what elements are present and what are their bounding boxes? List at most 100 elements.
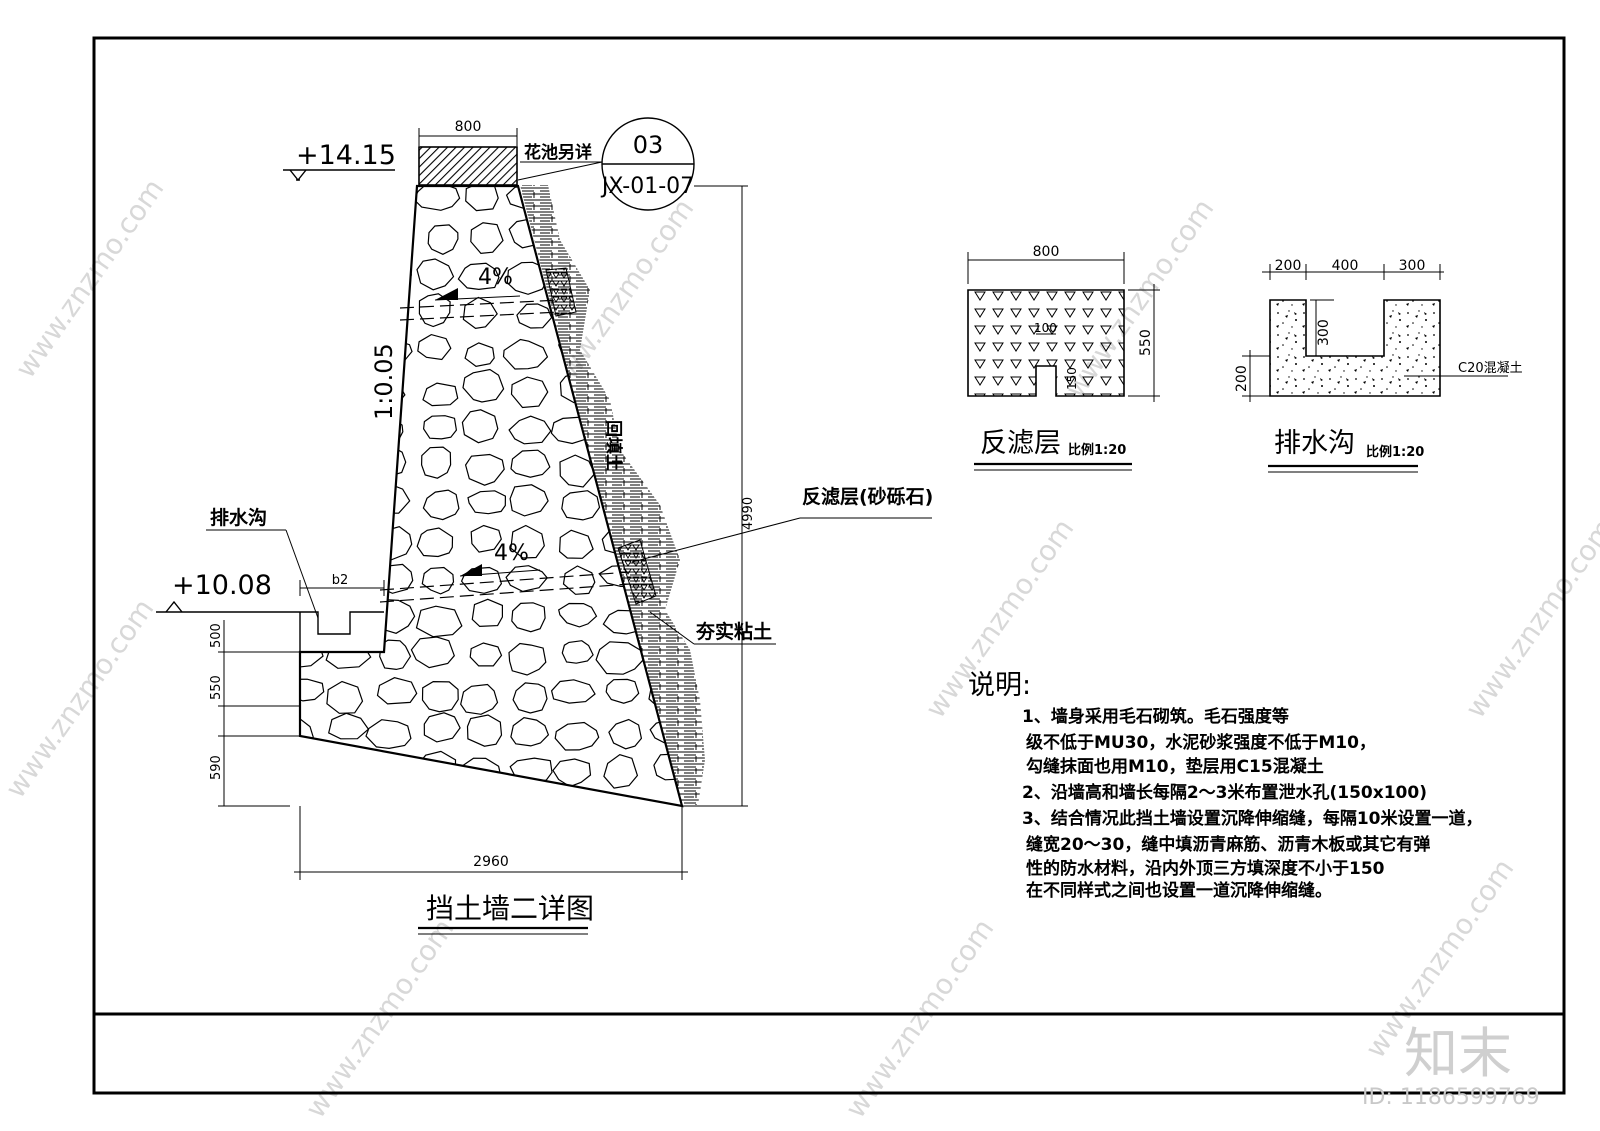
rubble-stone: [416, 258, 455, 291]
drain-label: 排水沟: [210, 506, 267, 529]
elev-top-label: +14.15: [296, 140, 396, 171]
rubble-stone: [608, 718, 643, 750]
watermark-text: www.znzmo.com: [0, 593, 160, 804]
rubble-stone: [420, 446, 452, 479]
rubble-stone: [648, 449, 682, 481]
rubble-stone: [300, 411, 320, 437]
rubble-stone: [300, 758, 315, 788]
rubble-stone: [460, 683, 499, 715]
drain-body: [1269, 299, 1441, 397]
rubble-stone: [603, 754, 639, 789]
drain-depth-label: 300: [1316, 319, 1332, 346]
rubble-stone: [562, 565, 596, 595]
rubble-stone: [511, 602, 546, 633]
drain-ditch-detail: 200 400 300 300 200 C20混凝土 排水沟 比例1:20: [1234, 258, 1523, 473]
slope-arrow-upper: [434, 295, 521, 301]
wall-title: 挡土墙二详图: [418, 892, 594, 935]
rubble-stone: [609, 332, 642, 369]
wall-title-label: 挡土墙二详图: [426, 892, 594, 925]
dim-top-width-label: 800: [455, 119, 482, 135]
rubble-stone: [332, 752, 370, 779]
rubble-stone: [605, 678, 640, 704]
weep-hole-lower: [379, 571, 631, 591]
filter-gravel-lower: [617, 539, 657, 605]
filter-layer-label: 反滤层(砂砾石): [802, 486, 933, 508]
ref-number: 03: [633, 131, 664, 159]
rubble-stone: [645, 409, 682, 443]
rubble-stone: [460, 566, 503, 594]
drain-title: 排水沟: [1274, 428, 1355, 459]
rubble-stone: [465, 186, 499, 212]
toe-drain-ditch: [300, 611, 384, 635]
notes-line: 3、结合情况此挡土墙设置沉降伸缩缝，每隔10米设置一道，: [1022, 808, 1483, 829]
rubble-stone: [550, 679, 596, 704]
drain-dim-label: 400: [1332, 258, 1359, 274]
rubble-stone: [561, 640, 594, 664]
rubble-stone: [332, 455, 370, 481]
filter-scale: 比例1:20: [1068, 442, 1126, 458]
dim-left-label: 500: [209, 623, 224, 648]
flower-note: 花池另详: [517, 142, 603, 181]
rubble-stone: [423, 712, 461, 743]
drain-note: 排水沟 b2: [206, 506, 385, 619]
rubble-stone: [422, 415, 458, 440]
rubble-stone: [471, 598, 503, 628]
rubble-stone: [559, 454, 596, 488]
rubble-stone: [508, 642, 547, 676]
rubble-stone: [510, 717, 550, 747]
filter-height-label: 550: [1138, 329, 1154, 356]
rubble-stone: [326, 680, 364, 714]
watermark-logo: 知末: [1404, 1022, 1512, 1085]
slope-lower-label: 4%: [494, 541, 529, 566]
rubble-stone: [516, 303, 553, 329]
dim-left-label: 590: [209, 755, 224, 780]
rubble-stone: [300, 374, 320, 399]
reference-bubble: 03 JX-01-07: [600, 117, 695, 211]
watermark-text: www.znzmo.com: [9, 173, 171, 384]
dim-base-width-label: 2960: [473, 854, 509, 870]
watermark-layer: www.znzmo.com www.znzmo.com www.znzmo.co…: [0, 173, 1600, 1124]
rubble-stone: [376, 677, 418, 705]
rubble-stone: [653, 266, 682, 296]
watermark-id: ID: 1186599769: [1362, 1085, 1540, 1110]
rubble-stone: [417, 333, 452, 361]
notes-line: 1、墙身采用毛石砌筑。毛石强度等: [1022, 706, 1289, 727]
rubble-stone: [300, 456, 314, 483]
filter-notch-w: 100: [1034, 321, 1057, 335]
rubble-stone: [510, 449, 551, 478]
rubble-stone: [606, 377, 639, 407]
dim-height-label: 4990: [741, 497, 756, 530]
rubble-stone: [324, 414, 365, 448]
rubble-stone: [461, 409, 499, 444]
rubble-stone: [558, 529, 594, 559]
rubble-stone: [510, 524, 545, 559]
rubble-stone: [330, 370, 364, 402]
rubble-stone: [462, 296, 498, 330]
drain-scale: 比例1:20: [1366, 444, 1424, 460]
rubble-stone: [379, 255, 412, 286]
rubble-stone: [326, 487, 367, 522]
notes-line: 性的防水材料，沿内外顶三方填深度不小于150: [1026, 858, 1385, 879]
drawing-frame: [92, 36, 1566, 1095]
slope-arrow-lower: [460, 564, 482, 576]
rubble-stone: [596, 219, 638, 251]
rubble-stone: [457, 262, 500, 291]
slope-arrow-lower: [459, 569, 541, 577]
rubble-stone: [510, 376, 549, 409]
rubble-stone: [427, 224, 459, 255]
backfill-label: 回填土: [603, 420, 624, 471]
filter-notch-h: 150: [1065, 367, 1079, 390]
filter-layer-detail: 800 100 150 550 反滤层 比例1:20: [967, 244, 1160, 471]
clay-note: 夯实粘土: [649, 611, 776, 645]
rubble-stone: [300, 527, 322, 555]
rubble-stone: [329, 189, 364, 214]
rubble-stone: [422, 382, 459, 407]
slope-upper-label: 4%: [478, 265, 513, 290]
rubble-stone: [330, 527, 370, 557]
rubble-stone: [416, 527, 454, 558]
rubble-stone: [561, 490, 601, 521]
notes-line: 缝宽20～30，缝中填沥青麻筋、沥青木板或其它有弹: [1026, 834, 1430, 855]
filter-width-label: 800: [1033, 244, 1060, 260]
rubble-stone: [422, 489, 460, 521]
